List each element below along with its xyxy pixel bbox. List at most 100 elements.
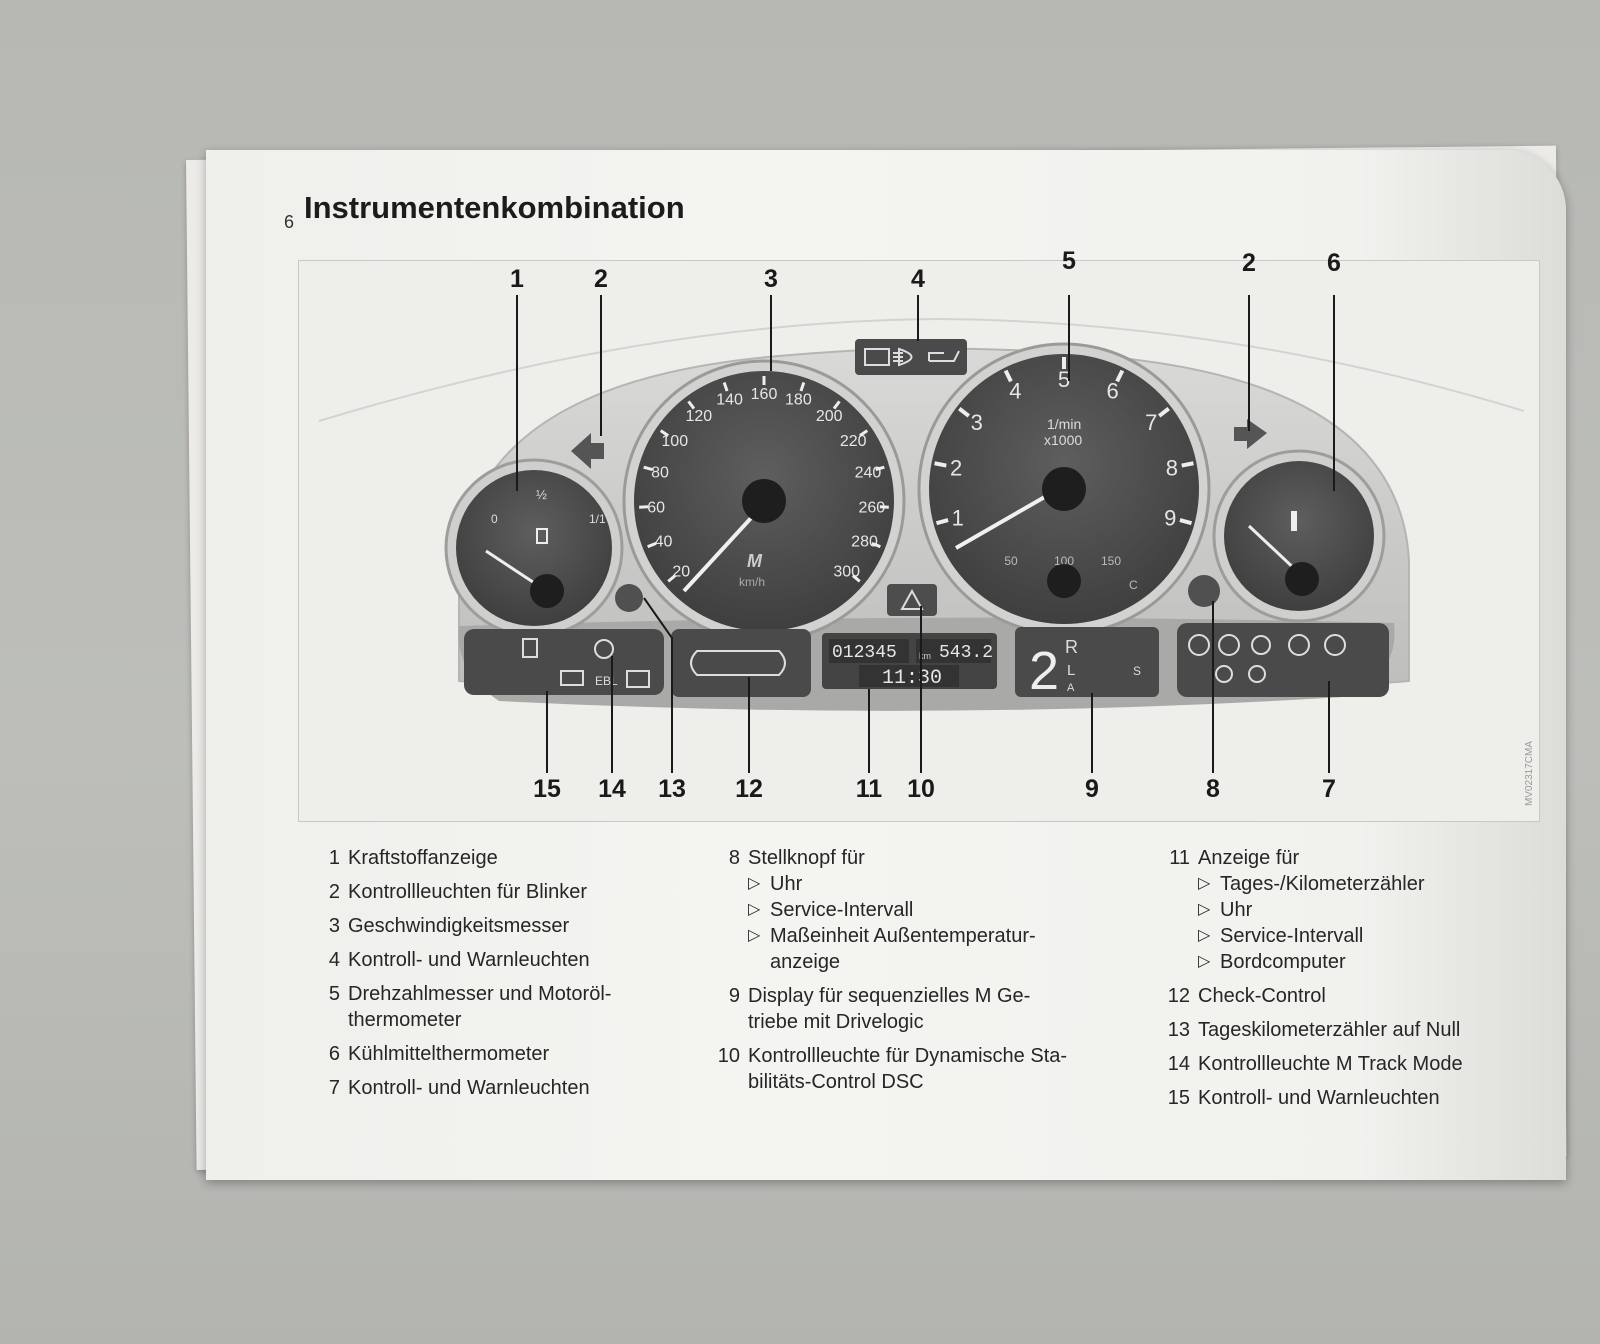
speed-tick-label: 60 <box>647 499 665 516</box>
legend-number: 13 <box>1167 1019 1190 1041</box>
coolant-temp-icon <box>1291 511 1297 531</box>
legend-text-continued: triebe mit Drivelogic <box>748 1011 924 1033</box>
legend-text: Kraftstoffanzeige <box>348 847 498 869</box>
speed-tick-mark <box>858 429 869 437</box>
rpm-tick-mark <box>935 518 949 526</box>
legend-text-continued: thermometer <box>348 1009 462 1031</box>
right-warning-display <box>1177 623 1389 697</box>
callout-bottom-8: 8 <box>1206 775 1220 803</box>
legend-subitem: Uhr <box>1198 897 1536 923</box>
rpm-tick-label: 6 <box>1107 378 1119 403</box>
legend-text: Kontroll- und Warnleuchten <box>348 949 590 971</box>
speed-tick-label: 220 <box>840 433 867 450</box>
speed-tick-mark <box>851 574 861 583</box>
rpm-tick-mark <box>958 407 971 418</box>
speed-tick-mark <box>875 465 885 472</box>
dsc-triangle-icon <box>900 588 924 610</box>
engine-icon <box>560 670 584 686</box>
speedometer-unit: km/h <box>739 575 765 589</box>
speed-tick-label: 180 <box>785 392 812 409</box>
rpm-tick-label: 1 <box>952 505 964 530</box>
speed-tick-mark <box>647 541 657 549</box>
callout-bottom-12: 12 <box>735 775 763 803</box>
manual-page: 6 Instrumentenkombination <box>206 150 1566 1180</box>
legend-text: Drehzahlmesser und Motoröl- <box>348 983 612 1005</box>
speed-tick-mark <box>722 382 729 392</box>
battery-icon <box>864 348 890 366</box>
gear-sport: S <box>1133 664 1141 678</box>
page-title: Instrumentenkombination <box>304 190 685 225</box>
gear-number: 2 <box>1029 641 1059 701</box>
callout-top-6: 6 <box>1327 249 1341 277</box>
speed-tick-mark <box>799 382 806 392</box>
oil-temp-end-label: C <box>1129 578 1138 592</box>
callout-bottom-14: 14 <box>598 775 626 803</box>
leader-line <box>643 597 673 773</box>
legend-text-continued: bilitäts-Control DSC <box>748 1071 924 1093</box>
oil-temp-tick-label: 50 <box>1004 554 1018 568</box>
legend-text: Check-Control <box>1198 985 1326 1007</box>
odometer-unit: km <box>919 651 931 661</box>
legend-text: Kontroll- und Warnleuchten <box>1198 1087 1440 1109</box>
rpm-tick-label: 5 <box>1058 367 1070 392</box>
legend-item: 5 Drehzahlmesser und Motoröl-thermometer <box>306 981 686 1033</box>
legend-text: Kontrollleuchte für Dynamische Sta- <box>748 1045 1068 1067</box>
legend-text: Stellknopf für <box>748 847 865 869</box>
fuel-label-half: ½ <box>536 487 547 502</box>
speed-tick-label: 40 <box>655 533 673 550</box>
callout-bottom-7: 7 <box>1322 775 1336 803</box>
legend-number: 8 <box>728 847 740 869</box>
clock-display: 11:30 <box>882 667 942 690</box>
tacho-unit-rpm: 1/min <box>1047 416 1081 432</box>
legend-number: 1 <box>328 847 340 869</box>
oil-temp-tick-label: 100 <box>1054 554 1074 568</box>
callout-bottom-11: 11 <box>855 775 883 803</box>
callout-top-2: 2 <box>594 265 608 293</box>
rpm-tick-mark <box>934 461 947 468</box>
rpm-tick-label: 2 <box>950 456 962 481</box>
rpm-tick-mark <box>1003 369 1013 383</box>
callout-top-3: 3 <box>764 265 778 293</box>
legend-number: 5 <box>328 983 340 1005</box>
legend-subitem: Service-Intervall <box>748 897 1146 923</box>
page-number: 6 <box>284 212 295 232</box>
legend-text: Display für sequenzielles M Ge- <box>748 985 1031 1007</box>
m-track-mode-icon <box>594 639 614 659</box>
rpm-tick-mark <box>1181 461 1194 468</box>
gear-reverse: R <box>1065 637 1078 657</box>
coolant-gauge <box>1212 449 1386 623</box>
legend-item: 9 Display für sequenzielles M Ge-triebe m… <box>706 983 1146 1035</box>
rpm-tick-mark <box>1115 369 1125 383</box>
speed-tick-mark <box>832 400 841 410</box>
legend-number: 14 <box>1167 1053 1190 1075</box>
gear-display <box>1015 627 1159 697</box>
rpm-tick-label: 8 <box>1166 456 1178 481</box>
rpm-tick-label: 7 <box>1145 410 1157 435</box>
gear-auto: A <box>1067 682 1075 694</box>
legend-number: 9 <box>728 985 740 1007</box>
figure-code: MV02317CMA <box>1524 741 1535 807</box>
legend-number: 2 <box>328 881 340 903</box>
legend-text: Kontroll- und Warnleuchten <box>348 1077 590 1099</box>
rpm-tick-label: 4 <box>1009 378 1021 403</box>
callout-top-1: 1 <box>510 265 524 293</box>
callout-leader-lines <box>516 295 1335 773</box>
rpm-tick-mark <box>1179 518 1193 526</box>
legend-subitem-continued: anzeige <box>770 951 841 973</box>
speed-tick-label: 240 <box>855 465 882 482</box>
legend-subitem: Bordcomputer <box>1198 949 1536 975</box>
speed-tick-label: 280 <box>851 533 878 550</box>
callout-bottom-13: 13 <box>658 775 686 803</box>
